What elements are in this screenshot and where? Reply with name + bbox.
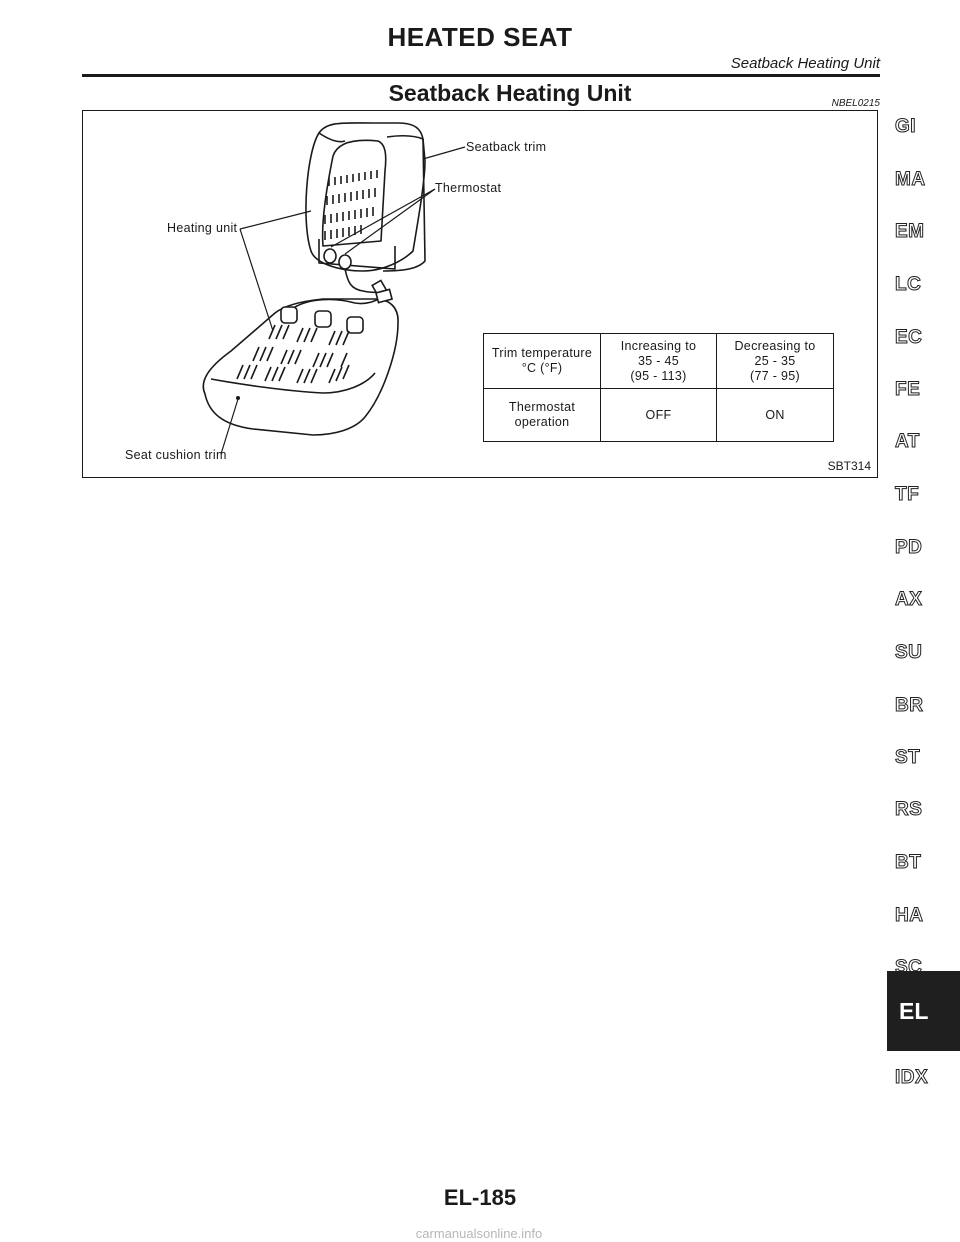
side-tab-rs[interactable]: RS bbox=[894, 799, 923, 821]
side-tab-idx[interactable]: IDX bbox=[894, 1067, 929, 1089]
heating-unit-label: Heating unit bbox=[167, 221, 238, 235]
side-tab-br[interactable]: BR bbox=[894, 695, 924, 717]
side-tab-em[interactable]: EM bbox=[895, 221, 925, 243]
side-tab-ha[interactable]: HA bbox=[894, 905, 924, 927]
page-header-subtitle: Seatback Heating Unit bbox=[730, 55, 880, 72]
section-title: Seatback Heating Unit bbox=[388, 80, 632, 106]
side-tab-gi[interactable]: GI bbox=[894, 116, 917, 138]
side-tab-lc[interactable]: LC bbox=[894, 274, 922, 296]
seat-cushion-trim-label: Seat cushion trim bbox=[125, 448, 227, 462]
thermostat-off-cell: OFF bbox=[600, 388, 717, 442]
seat-heater-figure: Seatback trim Thermostat Heating unit Se… bbox=[82, 110, 878, 478]
thermostat-on-cell: ON bbox=[716, 388, 834, 442]
decreasing-temperature-cell: Decreasing to 25 - 35 (77 - 95) bbox=[716, 333, 834, 389]
side-tab-pd[interactable]: PD bbox=[894, 537, 923, 559]
side-tab-fe[interactable]: FE bbox=[894, 379, 921, 401]
increasing-temperature-cell: Increasing to 35 - 45 (95 - 113) bbox=[600, 333, 717, 389]
page-header-title: HEATED SEAT bbox=[387, 22, 573, 52]
side-tab-su[interactable]: SU bbox=[894, 642, 923, 664]
side-tab-el-active[interactable]: EL bbox=[887, 971, 960, 1051]
thermostat-spec-table: Trim temperature °C (°F) Increasing to 3… bbox=[483, 333, 834, 442]
side-tab-bt[interactable]: BT bbox=[894, 852, 922, 874]
thermostat-operation-header: Thermostat operation bbox=[483, 388, 601, 442]
seatback-trim-label: Seatback trim bbox=[466, 140, 547, 154]
side-tab-st[interactable]: ST bbox=[894, 747, 921, 769]
side-tab-tf[interactable]: TF bbox=[894, 484, 920, 506]
trim-temperature-header: Trim temperature °C (°F) bbox=[483, 333, 601, 389]
thermostat-label: Thermostat bbox=[435, 181, 502, 195]
side-tab-ax[interactable]: AX bbox=[894, 589, 923, 611]
watermark-link[interactable]: carmanualsonline.info bbox=[415, 1226, 543, 1241]
heated-seat-illustration bbox=[202, 122, 466, 455]
side-tab-ma[interactable]: MA bbox=[895, 169, 926, 191]
side-tab-at[interactable]: AT bbox=[895, 431, 920, 453]
section-code: NBEL0215 bbox=[831, 98, 880, 109]
header-rule bbox=[82, 74, 880, 77]
side-tab-ec[interactable]: EC bbox=[894, 327, 923, 349]
page-number: EL-185 bbox=[443, 1185, 517, 1210]
figure-code: SBT314 bbox=[827, 459, 871, 473]
